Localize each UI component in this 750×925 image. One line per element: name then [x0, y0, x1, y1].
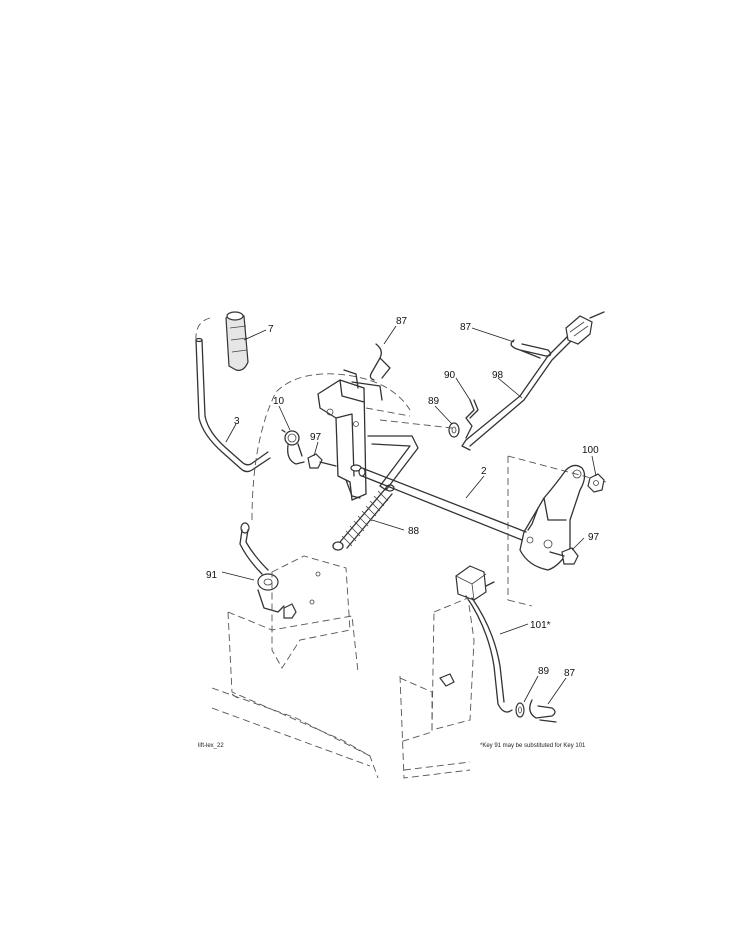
left-lift-link — [239, 522, 297, 619]
clip-90 — [465, 399, 479, 439]
lift-handle-grip — [225, 311, 249, 371]
callout-2: 2 — [481, 466, 487, 477]
washer-89-bottom — [515, 702, 525, 718]
callout-87-top: 87 — [396, 316, 408, 327]
bolt-97-right — [549, 547, 579, 565]
hairpin-87-bottom — [529, 699, 557, 723]
hairpin-87-right — [510, 339, 552, 359]
guide-line — [379, 419, 453, 429]
washer-89-top — [448, 422, 460, 438]
callout-7: 7 — [268, 324, 274, 335]
callout-88: 88 — [408, 526, 420, 537]
lift-bracket — [317, 369, 411, 501]
leader-lines — [221, 325, 597, 705]
torsion-spring — [281, 429, 305, 465]
bolt-97-left — [307, 453, 337, 469]
hairpin-87-top — [369, 343, 391, 381]
spring-link-rod — [367, 435, 419, 491]
right-lift-link — [455, 565, 513, 713]
left-frame-outline — [211, 555, 379, 779]
callout-101: 101* — [530, 620, 551, 631]
callout-91: 91 — [206, 570, 218, 581]
callout-89-top: 89 — [428, 396, 440, 407]
right-lift-arm — [519, 464, 586, 571]
right-frame-outline — [399, 597, 475, 779]
callout-100: 100 — [582, 445, 599, 456]
right-plate-outline — [507, 455, 607, 607]
callout-90: 90 — [444, 370, 456, 381]
callout-97-right: 97 — [588, 532, 600, 543]
callout-labels: 7 87 87 90 98 89 10 3 97 100 2 88 97 91 … — [206, 316, 600, 679]
cross-shaft — [358, 467, 527, 541]
nut-100 — [587, 473, 605, 493]
lift-lever — [195, 317, 271, 473]
callout-89-bottom: 89 — [538, 666, 550, 677]
callout-98: 98 — [492, 370, 504, 381]
extension-spring — [332, 484, 395, 551]
callout-10: 10 — [273, 396, 285, 407]
callout-3: 3 — [234, 416, 240, 427]
substitution-note: *Key 91 may be substituted for Key 101 — [480, 743, 586, 749]
callout-87-bottom: 87 — [564, 668, 576, 679]
callout-97-left: 97 — [310, 432, 322, 443]
callout-87-right: 87 — [460, 322, 472, 333]
drawing-id: lift-lex_22 — [198, 743, 224, 749]
adjust-rod — [461, 311, 605, 451]
